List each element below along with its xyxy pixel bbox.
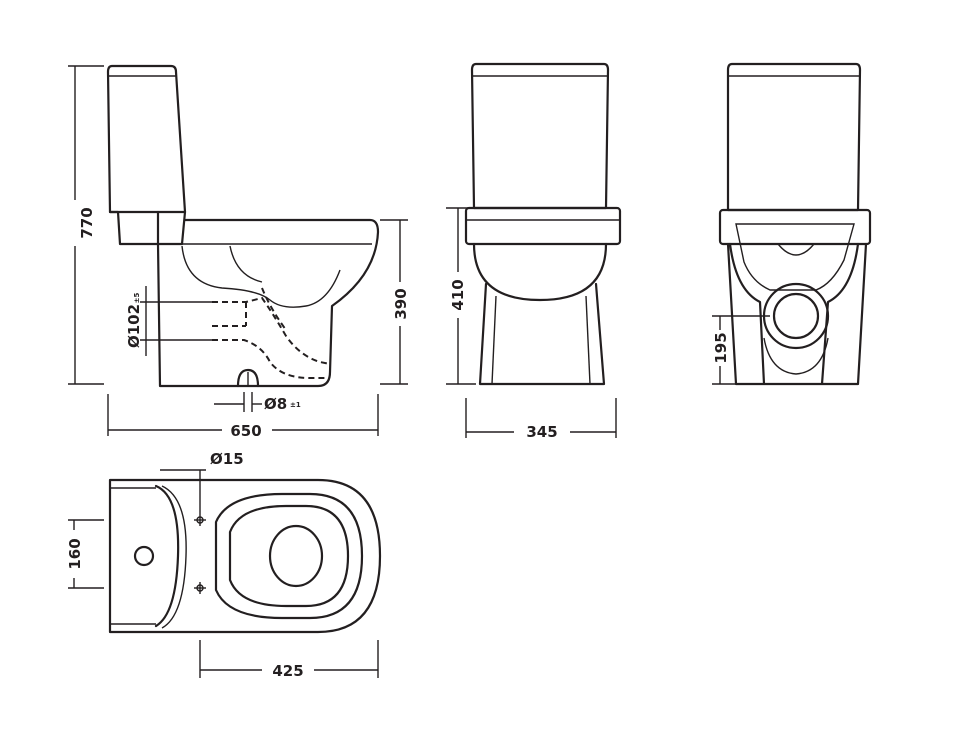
side-dimensions: 770 390 Ø102 ±5 Ø8 ±1 650 [68, 65, 410, 440]
back-tank [726, 62, 862, 212]
back-pedestal [726, 242, 868, 386]
back-outlet-inner [772, 292, 820, 340]
top-bowl-opening [268, 524, 324, 588]
dim-160-label: 160 [66, 538, 84, 569]
front-view [464, 62, 622, 386]
top-seat-outer [214, 492, 364, 620]
front-tank [470, 62, 610, 210]
top-dimensions: Ø15 160 425 [66, 450, 379, 680]
side-outlet-dashed [212, 296, 331, 365]
dim-hole-label: Ø15 [210, 450, 244, 468]
top-seat-inner [228, 504, 350, 608]
back-view [718, 62, 872, 386]
back-notch [776, 243, 816, 256]
dim-390-label: 390 [392, 288, 410, 319]
dim-195-label: 195 [712, 332, 730, 363]
back-inner-rim [735, 223, 855, 291]
front-bowl [472, 242, 608, 302]
top-outline [108, 478, 382, 634]
front-pedestal [478, 282, 606, 386]
dim-425-label: 425 [272, 662, 303, 680]
top-flush-button [133, 545, 155, 567]
side-bowl [156, 218, 380, 388]
dim-345-label: 345 [526, 423, 557, 441]
top-view [108, 478, 382, 634]
side-tank-base [108, 210, 187, 246]
dim-bolt-tolerance-label: ±1 [290, 401, 301, 409]
back-dimensions: 195 [712, 315, 770, 385]
top-tank-lid [154, 484, 180, 628]
dim-410-label: 410 [449, 279, 467, 310]
side-view [106, 64, 380, 388]
dim-outlet-diameter-label: Ø102 [125, 304, 143, 348]
side-tank [106, 64, 187, 214]
dim-outlet-tolerance-label: ±5 [133, 293, 141, 304]
top-hinge-lower [194, 582, 206, 594]
side-floor-bolt [236, 368, 260, 388]
dim-bolt-label: Ø8 [264, 395, 287, 413]
dim-650-label: 650 [230, 422, 261, 440]
front-dimensions: 410 345 [446, 207, 617, 441]
top-hinge-upper [194, 514, 206, 526]
back-seat [718, 208, 872, 246]
front-seat [464, 206, 622, 246]
dim-770-label: 770 [78, 207, 96, 238]
